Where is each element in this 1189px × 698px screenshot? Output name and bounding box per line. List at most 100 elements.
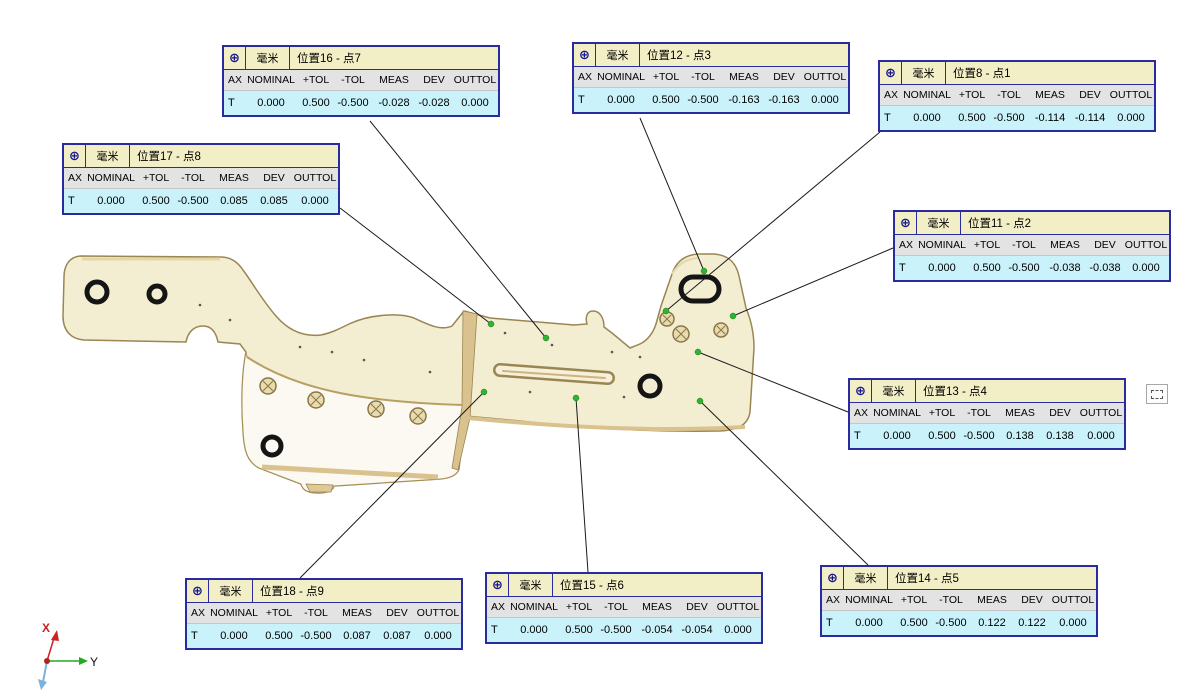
col-nominal: NOMINAL <box>510 601 558 613</box>
col-ax: AX <box>228 74 243 86</box>
val-outtol: 0.000 <box>1132 262 1160 274</box>
leader-line-pt9 <box>299 391 485 579</box>
label-header: ⊕ 毫米 位置13 - 点4 <box>850 380 1124 403</box>
z-axis-arrow <box>38 679 47 690</box>
col-ax: AX <box>884 89 899 101</box>
units-label: 毫米 <box>596 44 640 66</box>
val-ax: T <box>191 630 198 642</box>
val-outtol: 0.000 <box>811 94 839 106</box>
label-header: ⊕ 毫米 位置12 - 点3 <box>574 44 848 67</box>
col-dev: DEV <box>773 71 795 83</box>
col-ax: AX <box>899 239 914 251</box>
part-outline <box>62 253 755 494</box>
val-outtol: 0.000 <box>1117 112 1145 124</box>
label-header: ⊕ 毫米 位置17 - 点8 <box>64 145 338 168</box>
col-dev: DEV <box>423 74 445 86</box>
col-nominal: NOMINAL <box>903 89 951 101</box>
axis-triad: X Y <box>38 621 98 690</box>
measurement-points <box>480 267 737 405</box>
col-nominal: NOMINAL <box>597 71 645 83</box>
val-dev: -0.054 <box>681 624 713 636</box>
col-meas: MEAS <box>1005 407 1035 419</box>
bottom-tab <box>305 483 334 493</box>
label-title: 位置17 - 点8 <box>137 151 201 163</box>
col-minustol: -TOL <box>181 172 205 184</box>
col-plustol: +TOL <box>265 607 293 619</box>
measurement-point-7 <box>542 334 550 342</box>
col-meas: MEAS <box>729 71 759 83</box>
col-minustol: -TOL <box>967 407 991 419</box>
hole-left-2 <box>146 283 168 305</box>
col-plustol: +TOL <box>142 172 170 184</box>
col-nominal: NOMINAL <box>873 407 921 419</box>
edge-band-skirt <box>261 464 439 480</box>
val-minustol: -0.500 <box>337 97 369 109</box>
val-dev: 0.138 <box>1046 430 1074 442</box>
position-symbol-icon: ⊕ <box>64 145 86 167</box>
y-axis-arrow <box>79 657 88 665</box>
leader-line-pt3 <box>639 117 705 272</box>
col-nominal: NOMINAL <box>918 239 966 251</box>
val-ax: T <box>491 624 498 636</box>
label-header: ⊕ 毫米 位置16 - 点7 <box>224 47 498 70</box>
hole-right-plate <box>637 373 663 399</box>
leader-line-pt8 <box>339 207 492 325</box>
label-title: 位置16 - 点7 <box>297 53 361 65</box>
measurement-point-9 <box>480 388 488 396</box>
val-ax: T <box>899 262 906 274</box>
col-outtol: OUTTOL <box>803 71 847 83</box>
label-header: ⊕ 毫米 位置8 - 点1 <box>880 62 1154 85</box>
val-dev: 0.085 <box>260 195 288 207</box>
label-title: 位置14 - 点5 <box>895 573 959 585</box>
col-nominal: NOMINAL <box>845 594 893 606</box>
position-symbol-icon: ⊕ <box>574 44 596 66</box>
col-outtol: OUTTOL <box>416 607 460 619</box>
position-symbol-icon: ⊕ <box>487 574 509 596</box>
label-title: 位置13 - 点4 <box>923 386 987 398</box>
position-symbol-icon: ⊕ <box>187 580 209 602</box>
val-plustol: 0.500 <box>265 630 293 642</box>
col-plustol: +TOL <box>928 407 956 419</box>
col-outtol: OUTTOL <box>293 172 337 184</box>
val-plustol: 0.500 <box>958 112 986 124</box>
val-plustol: 0.500 <box>652 94 680 106</box>
col-outtol: OUTTOL <box>1079 407 1123 419</box>
label-header: ⊕ 毫米 位置11 - 点2 <box>895 212 1169 235</box>
z-axis-line <box>42 660 48 683</box>
surface-dots <box>198 303 642 399</box>
col-nominal: NOMINAL <box>87 172 135 184</box>
col-plustol: +TOL <box>973 239 1001 251</box>
val-outtol: 0.000 <box>461 97 489 109</box>
leader-lines <box>299 117 894 579</box>
zoom-window-icon[interactable] <box>1146 384 1168 404</box>
col-meas: MEAS <box>1035 89 1065 101</box>
val-nominal: 0.000 <box>220 630 248 642</box>
val-outtol: 0.000 <box>1087 430 1115 442</box>
val-plustol: 0.500 <box>565 624 593 636</box>
obround-hole <box>678 274 722 304</box>
col-meas: MEAS <box>379 74 409 86</box>
units-label: 毫米 <box>917 212 961 234</box>
val-dev: -0.038 <box>1089 262 1121 274</box>
x-axis-arrow <box>51 630 59 641</box>
edge-band-bottom <box>467 416 746 431</box>
